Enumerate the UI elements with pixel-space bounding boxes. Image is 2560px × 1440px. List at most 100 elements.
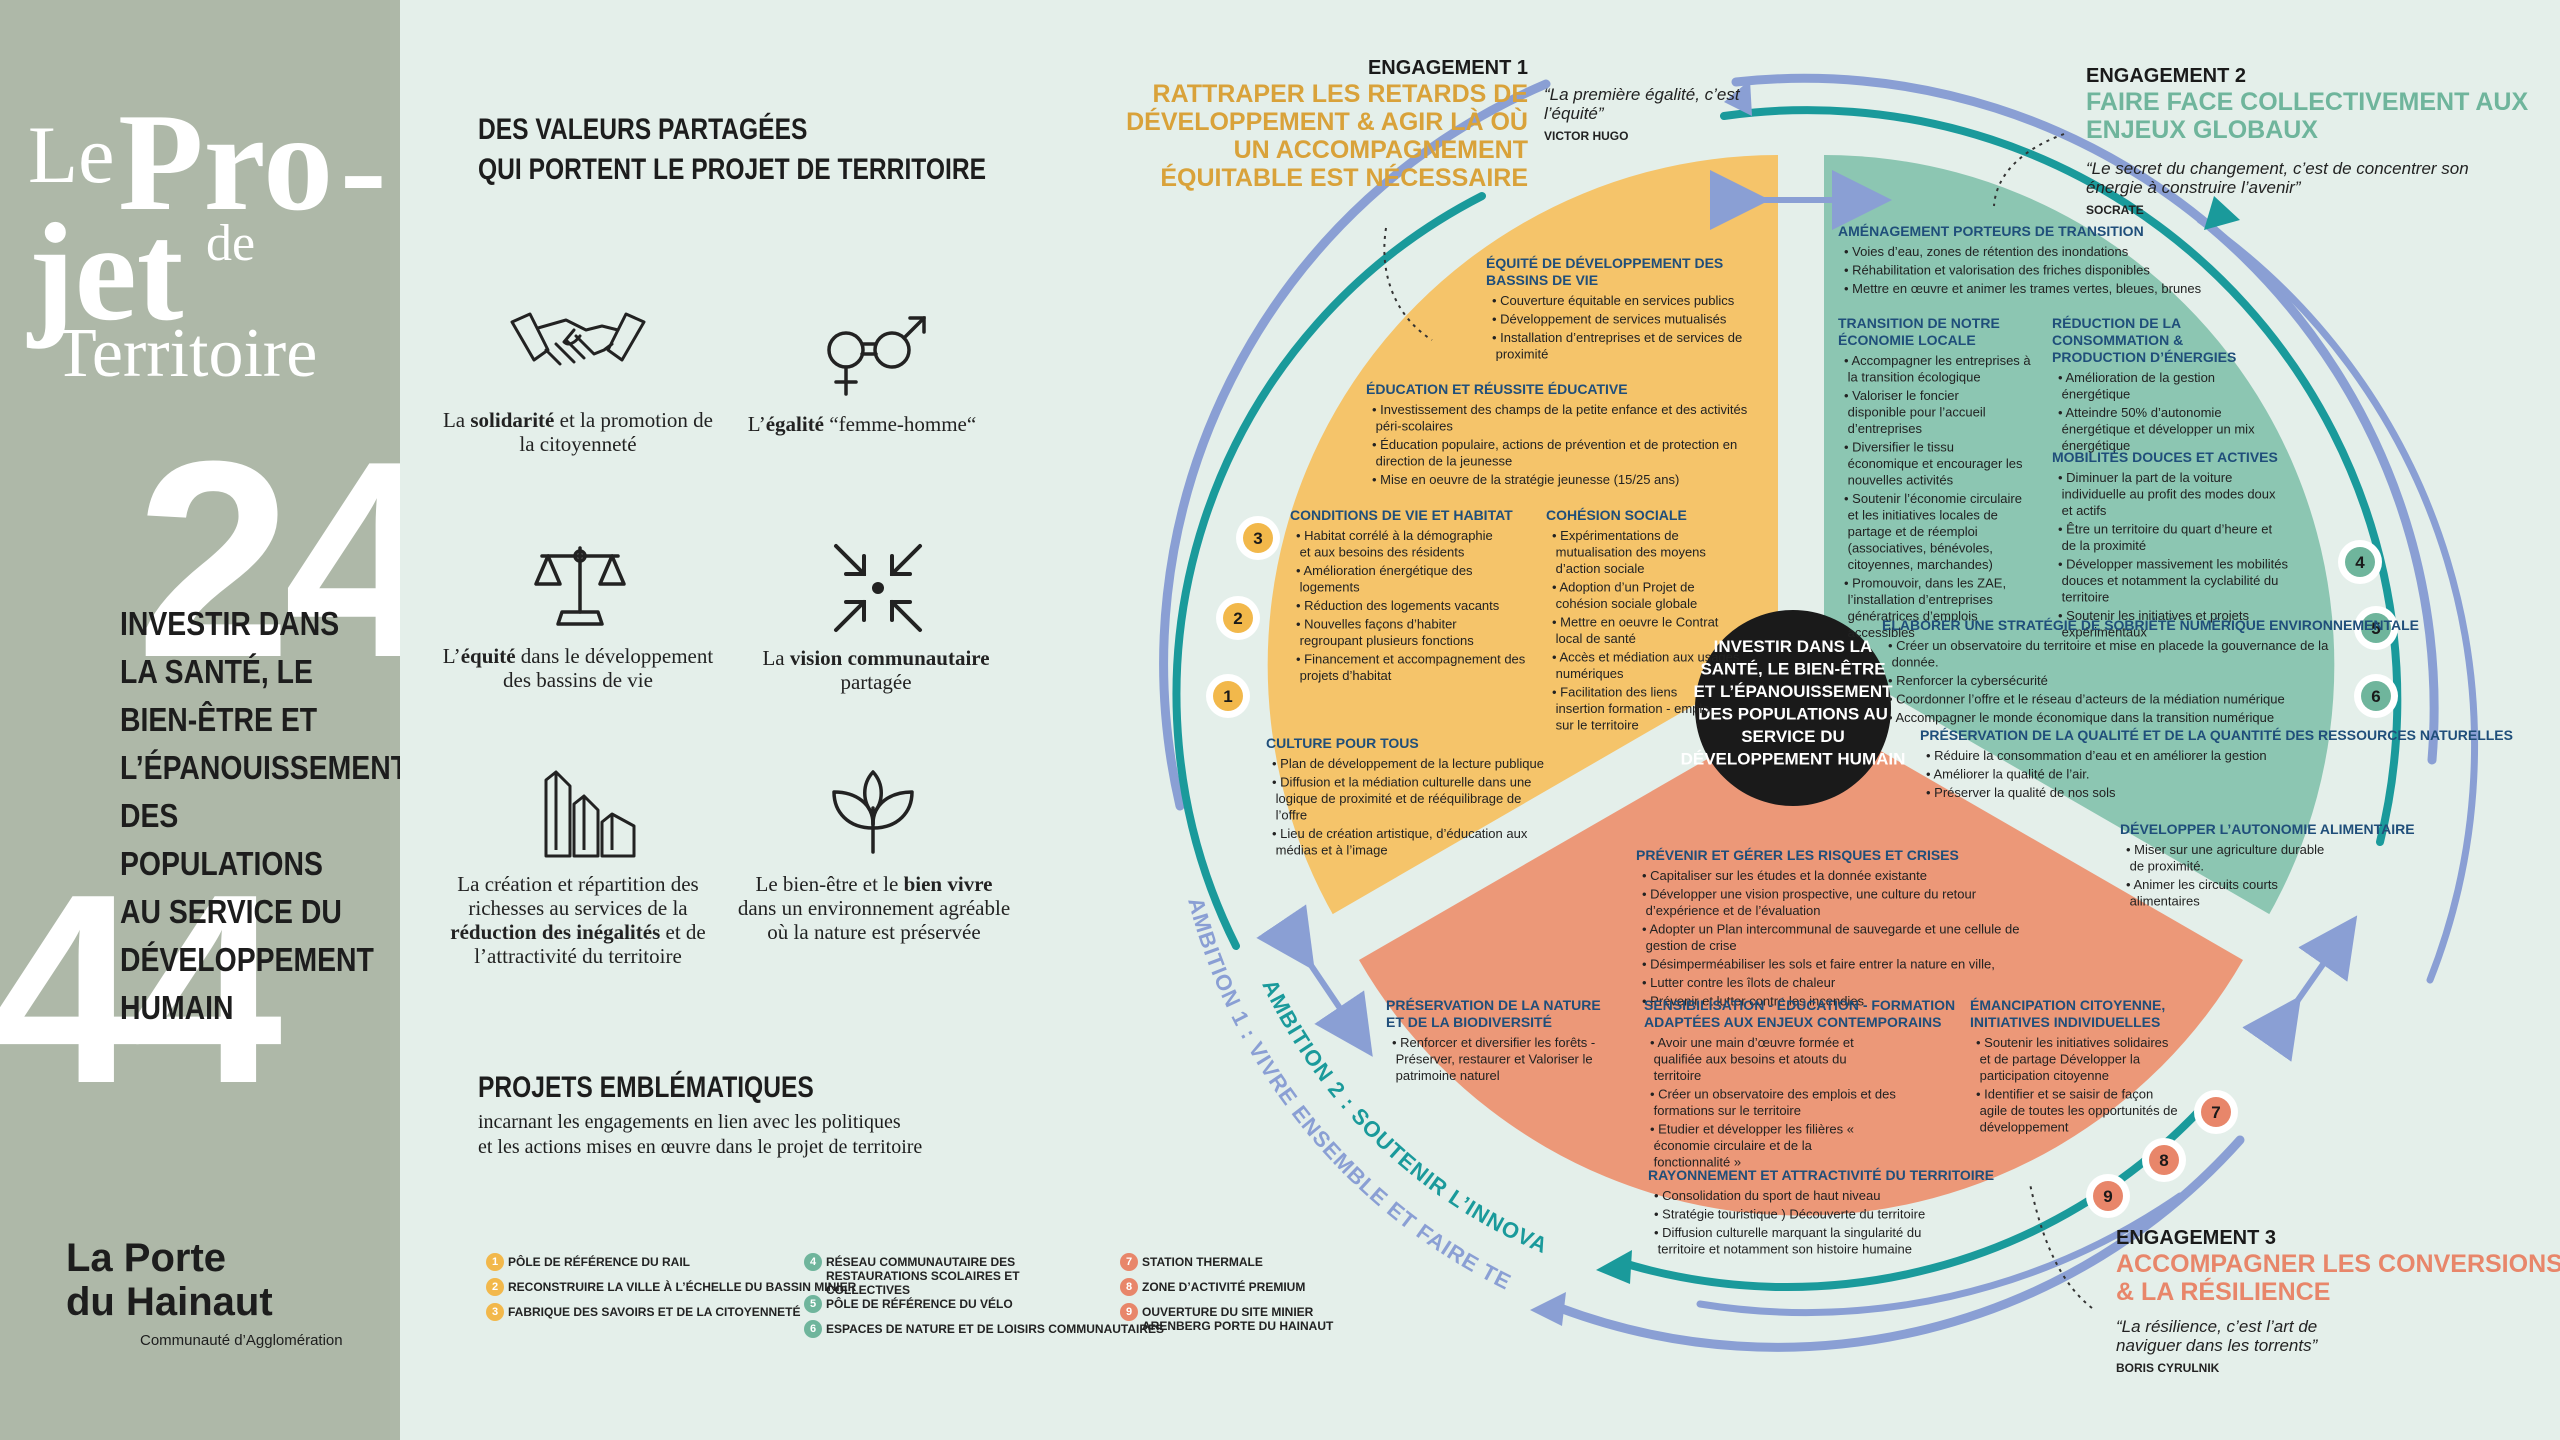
badge-number: 9 <box>2103 1187 2112 1206</box>
section-item: • Accès et médiation aux usages numériqu… <box>1552 650 1740 682</box>
section: ELABORER UNE STRATÉGIE DE SOBRIÉTÉ NUMÉR… <box>1882 617 2419 725</box>
leaf-icon <box>832 770 914 854</box>
section-item: • Financement et accompagnement des proj… <box>1296 652 1526 684</box>
section-item: • Soutenir les initiatives solidaires et… <box>1976 1035 2169 1083</box>
section-title: CULTURE POUR TOUS <box>1266 735 1419 751</box>
engagement2-quote: “Le secret du changement, c’est de conce… <box>2086 159 2469 197</box>
section-item: • Diversifier le tissu économique et enc… <box>1844 440 2023 488</box>
value-vision: La vision communautaire partagée <box>762 646 990 694</box>
handshake-icon <box>510 312 646 366</box>
section-title: COHÉSION SOCIALE <box>1546 507 1687 523</box>
dotted-pointer <box>1383 227 1433 341</box>
center-circle <box>1695 610 1891 806</box>
section-item: • Améliorer la qualité de l’air. <box>1926 767 2090 782</box>
section-item: • Installation d’entreprises et de servi… <box>1492 330 1742 362</box>
badge-number: 5 <box>2371 619 2380 638</box>
arrowhead <box>1724 80 1752 116</box>
projects-subtitle: incarnant les engagements en lien avec l… <box>478 1111 923 1158</box>
title-de: de <box>206 215 256 272</box>
section-item: • Mettre en œuvre et animer les trames v… <box>1844 281 2202 296</box>
project-badge: 7 <box>2194 1090 2238 1134</box>
project-badge: 6 <box>2354 674 2398 718</box>
section-item: • Mise en oeuvre de la stratégie jeuness… <box>1372 472 1679 487</box>
section-item: • Lutter contre les îlots de chaleur <box>1642 975 1836 990</box>
section-item: • Développer massivement les mobilités d… <box>2058 557 2288 605</box>
double-arrow <box>1256 904 1373 1057</box>
section-item: • Avoir une main d’œuvre formée et quali… <box>1650 1035 1854 1083</box>
engagement1-author: VICTOR HUGO <box>1544 129 1628 143</box>
engagement3-label: ENGAGEMENT 3 <box>2116 1227 2276 1249</box>
section-item: • Facilitation des liens insertion forma… <box>1552 685 1713 733</box>
project-badge: 3 <box>1236 516 1280 560</box>
number-24: 24 <box>136 404 400 716</box>
value-egalite: L’égalité “femme-homme“ <box>747 412 977 436</box>
section-title: ELABORER UNE STRATÉGIE DE SOBRIÉTÉ NUMÉR… <box>1882 617 2419 633</box>
section-item: • Voies d’eau, zones de rétention des in… <box>1844 244 2129 259</box>
converging-arrows-icon <box>834 544 922 632</box>
values-title-line1: DES VALEURS PARTAGÉES <box>478 113 808 146</box>
section-item: • Accompagner les entreprises à la trans… <box>1844 353 2031 385</box>
section-item: • Animer les circuits courts alimentaire… <box>2126 877 2278 909</box>
section: RAYONNEMENT ET ATTRACTIVITÉ DU TERRITOIR… <box>1648 1167 1994 1257</box>
title-jet: jet <box>28 195 184 350</box>
section: CONDITIONS DE VIE ET HABITAT• Habitat co… <box>1290 507 1526 683</box>
title-dash: - <box>340 91 387 246</box>
section-title: AMÉNAGEMENT PORTEURS DE TRANSITION <box>1838 223 2144 239</box>
project-badge: 1 <box>1206 674 1250 718</box>
section-item: • Investissement des champs de la petite… <box>1372 402 1748 434</box>
section: ÉDUCATION ET RÉUSSITE ÉDUCATIVE• Investi… <box>1366 381 1748 487</box>
value-richesses: La création et répartition des richesses… <box>450 872 706 968</box>
section-item: • Couverture équitable en services publi… <box>1492 293 1735 308</box>
double-arrow <box>2242 915 2358 1062</box>
section: MOBILITÉS DOUCES ET ACTIVES• Diminuer la… <box>2052 449 2288 640</box>
section-item: • Adoption d’un Projet de cohésion socia… <box>1552 580 1697 612</box>
main-ambition-text: INVESTIR DANS LA SANTÉ, LE BIEN-ÊTRE ET … <box>120 605 400 1026</box>
section: PRÉSERVATION DE LA QUALITÉ ET DE LA QUAN… <box>1920 727 2513 800</box>
project-badge: 4 <box>2338 540 2382 584</box>
ring-teal-left <box>1172 192 1486 950</box>
project-badge: 9 <box>2086 1174 2130 1218</box>
scales-icon <box>534 546 626 626</box>
section-item: • Éducation populaire, actions de préven… <box>1372 437 1737 469</box>
section-item: • Diffusion culturelle marquant la singu… <box>1654 1225 1921 1257</box>
values-title-line2: QUI PORTENT LE PROJET DE TERRITOIRE <box>478 153 987 186</box>
sector-green <box>1824 154 2335 920</box>
ring-teal-right <box>1720 106 2402 846</box>
section-item: • Habitat corrélé à la démographie et au… <box>1296 528 1493 560</box>
gender-equality-icon <box>827 316 926 396</box>
badge-number: 2 <box>1233 609 1242 628</box>
section-item: • Nouvelles façons d’habiter regroupant … <box>1296 617 1474 649</box>
section-item: • Diffusion et la médiation culturelle d… <box>1272 775 1531 823</box>
section-item: • Soutenir les initiatives et projets ex… <box>2058 608 2249 640</box>
section-item: • Mettre en oeuvre le Contrat local de s… <box>1552 615 1719 647</box>
badge-number: 8 <box>2159 1151 2168 1170</box>
arrowhead <box>2204 196 2240 230</box>
bar-blocks-icon <box>544 770 636 858</box>
section-item: • Plan de développement de la lecture pu… <box>1272 756 1544 771</box>
engagement2-label: ENGAGEMENT 2 <box>2086 65 2246 87</box>
section-item: • Créer un observatoire du territoire et… <box>1888 638 2329 670</box>
ring-blue-bottom <box>1555 1135 2245 1352</box>
section-item: • Être un territoire du quart d’heure et… <box>2058 522 2273 554</box>
section-item: • Capitaliser sur les études et la donné… <box>1642 868 1927 883</box>
section-item: • Stratégie touristique ) Découverte du … <box>1654 1207 1925 1222</box>
value-equite: L’équité dans le développement des bassi… <box>442 644 714 692</box>
badge-number: 4 <box>2355 553 2365 572</box>
engagement3-title: ACCOMPAGNER LES CONVERSIONS& LA RÉSILIEN… <box>2116 1250 2560 1306</box>
ring-blue-outer-left <box>1159 79 1551 811</box>
section-item: • Miser sur une agriculture durable de p… <box>2126 842 2324 874</box>
